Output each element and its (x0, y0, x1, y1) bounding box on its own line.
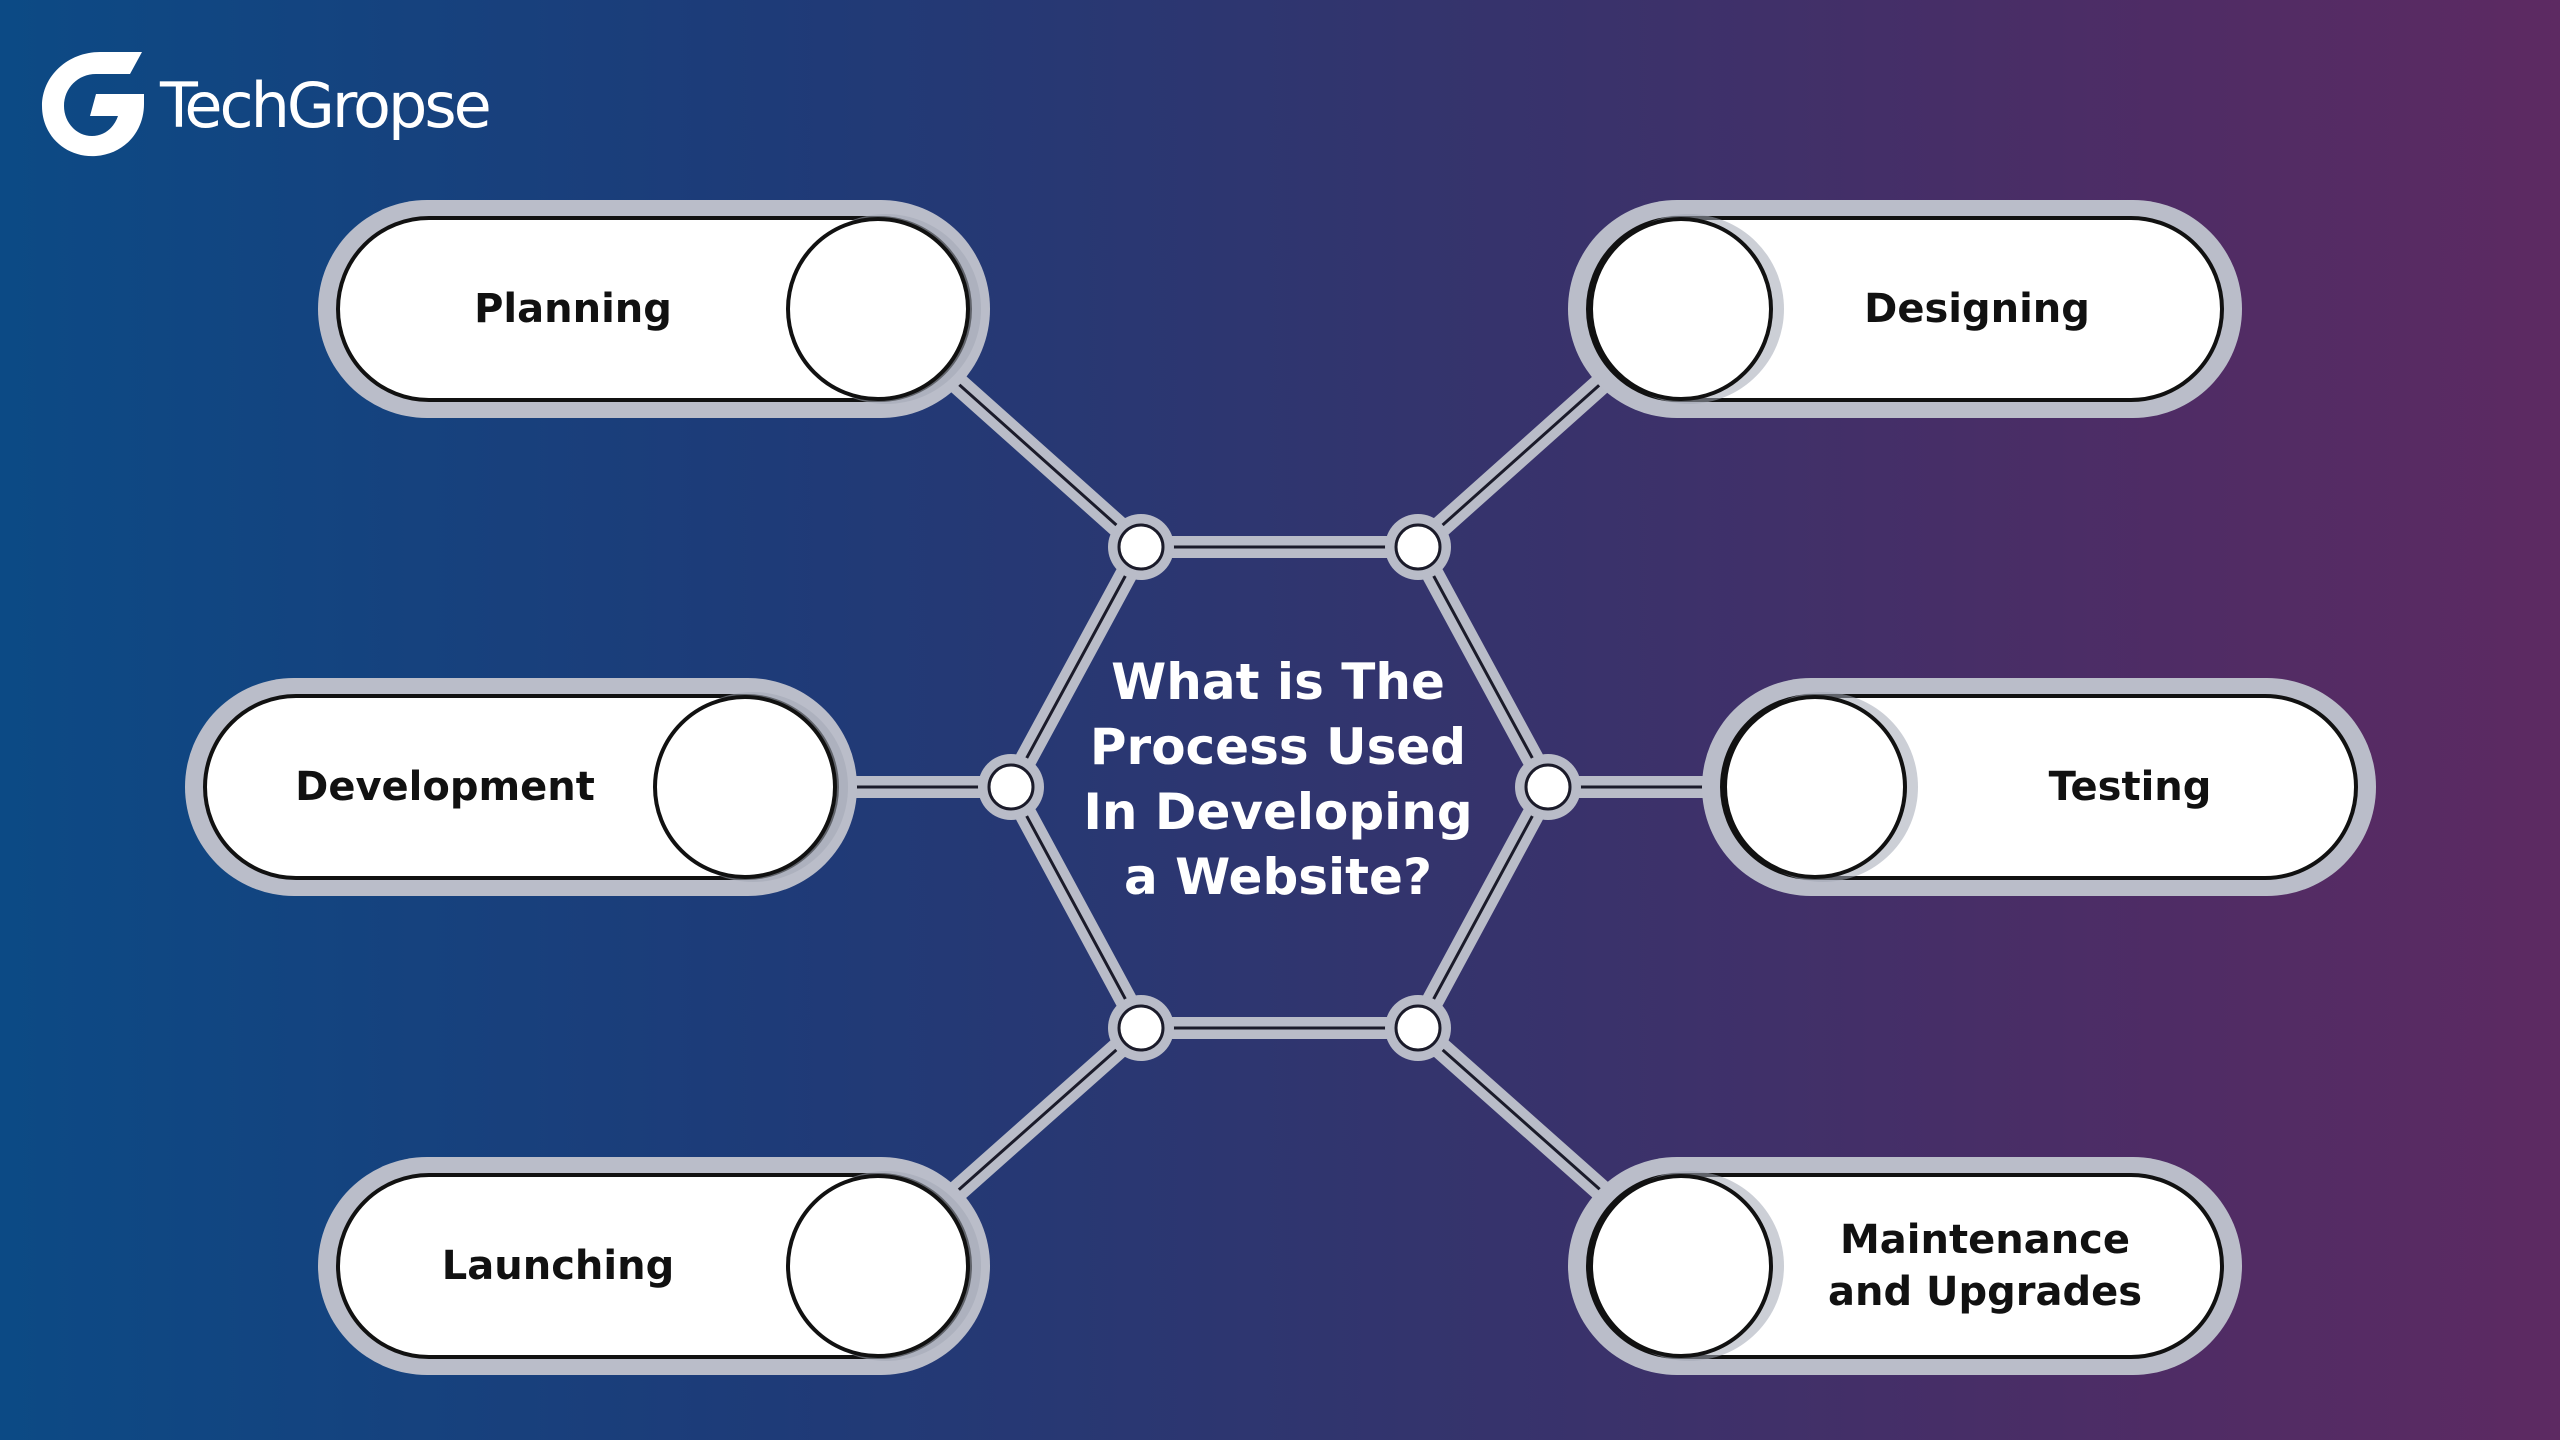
brand-name: TechGropse (160, 68, 492, 142)
brand-logo: TechGropse (38, 42, 492, 162)
step-circle-designing (1589, 217, 1773, 401)
hex-node-bottom-left (1108, 995, 1174, 1061)
step-pill-development (185, 678, 857, 896)
step-pill-testing (1702, 678, 2376, 896)
hex-node-right (1515, 754, 1581, 820)
g-logo-icon (42, 52, 144, 157)
step-label-launching: Launching (441, 1243, 675, 1289)
step-circle-planning (786, 217, 970, 401)
hex-node-left (978, 754, 1044, 820)
step-circle-development (653, 695, 837, 879)
center-title: What is The Process Used In Developing a… (1083, 653, 1473, 906)
step-pills (185, 200, 2376, 1375)
hexagon-nodes (978, 514, 1581, 1061)
step-pill-launching (318, 1157, 990, 1375)
step-circle-launching (786, 1174, 970, 1358)
step-label-development: Development (295, 764, 595, 810)
hex-node-top-left (1108, 514, 1174, 580)
step-label-maintenance: Maintenance and Upgrades (1827, 1217, 2143, 1315)
hex-node-top-right (1385, 514, 1451, 580)
step-circle-maintenance (1589, 1174, 1773, 1358)
step-pill-designing (1568, 200, 2242, 418)
step-label-testing: Testing (2048, 764, 2212, 810)
hex-node-bottom-right (1385, 995, 1451, 1061)
step-pill-maintenance (1568, 1157, 2242, 1375)
step-pill-planning (318, 200, 990, 418)
step-label-designing: Designing (1864, 286, 2090, 332)
step-circle-testing (1723, 695, 1907, 879)
step-label-planning: Planning (474, 286, 672, 332)
